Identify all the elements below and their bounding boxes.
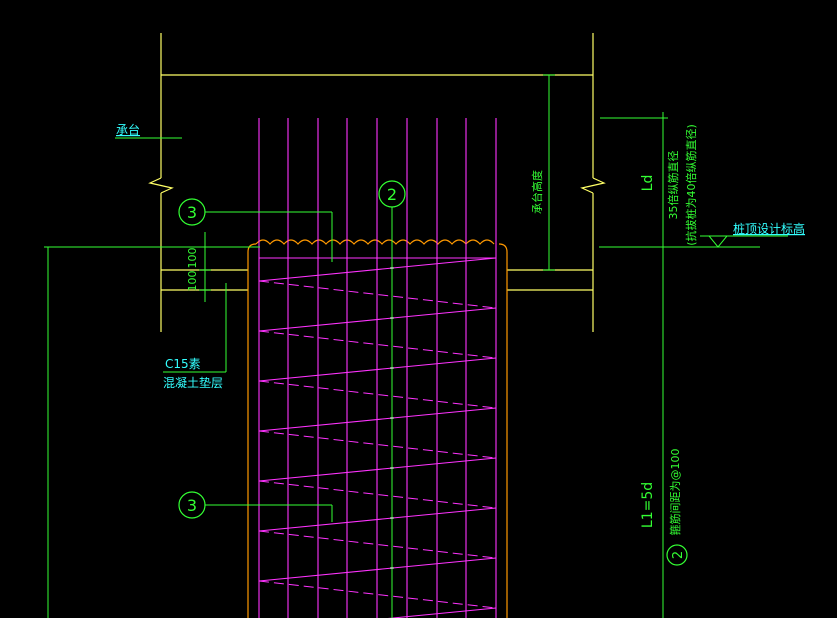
c15-label-1: C15素 xyxy=(165,357,201,371)
c15-label-2: 混凝土垫层 xyxy=(163,375,223,390)
anchor-length-label-1: 35倍纵筋直径 xyxy=(666,151,680,220)
dim-100-top: 100 xyxy=(186,248,199,269)
svg-text:3: 3 xyxy=(187,496,197,515)
marker-3-top: 3 xyxy=(178,198,206,226)
left-zigzag-break-icon xyxy=(148,177,174,194)
triangle-elevation-icon xyxy=(707,235,729,248)
longitudinal-rebars xyxy=(258,118,497,618)
svg-text:2: 2 xyxy=(387,185,397,204)
dim-100-bottom: 100 xyxy=(186,271,199,292)
pile-top-scallop xyxy=(255,239,495,245)
anchor-length-label-2: (抗拔桩为40倍纵筋直径) xyxy=(684,124,698,246)
l1-label: L1=5d xyxy=(640,482,656,528)
pile-cap-outline xyxy=(148,33,606,332)
marker-2-legend: 2 xyxy=(666,544,688,566)
axis-ticks xyxy=(390,267,394,569)
cap-height-label: 承台高度 xyxy=(530,170,544,214)
svg-text:2: 2 xyxy=(671,551,686,559)
pile-top-elevation-label: 桩顶设计标高 xyxy=(733,221,805,236)
right-zigzag-break-icon xyxy=(580,177,606,194)
green-annotations xyxy=(44,74,788,618)
cap-label: 承台 xyxy=(116,122,140,137)
stirrup-spacing-label: 箍筋间距为@100 xyxy=(668,449,682,536)
marker-2: 2 xyxy=(378,180,406,208)
marker-3-bottom: 3 xyxy=(178,491,206,519)
svg-text:3: 3 xyxy=(187,203,197,222)
ld-label: Ld xyxy=(640,175,656,192)
spiral-stirrups xyxy=(258,257,497,618)
